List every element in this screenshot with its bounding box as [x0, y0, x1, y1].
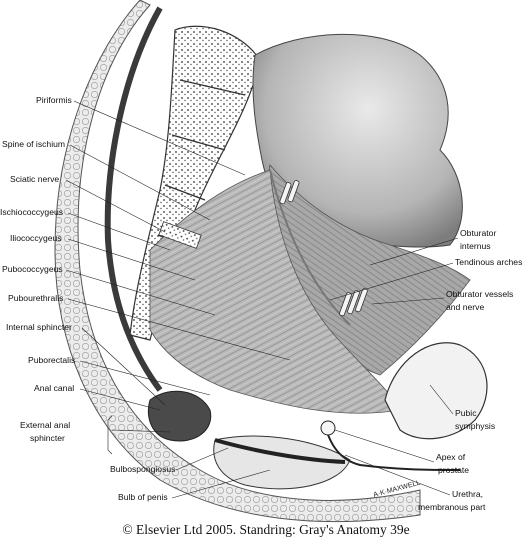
- label-bulbospongiosus: Bulbospongiosus: [110, 464, 175, 474]
- labels-left: Piriformis Spine of ischium Sciatic nerv…: [0, 95, 291, 502]
- obturator-vessels: [339, 288, 368, 317]
- urethra: [324, 424, 461, 471]
- leader-sciatic-nerve: [65, 179, 166, 233]
- leader-obturator-vessels: [371, 297, 445, 305]
- subcutaneous-fat: [54, 0, 421, 523]
- leader-apex-of-prostate: [334, 429, 435, 463]
- label-pubic: Pubic: [455, 408, 477, 418]
- label-prostate: prostate: [438, 465, 469, 475]
- leader-spine-of-ischium: [69, 144, 211, 221]
- leader-piriformis: [73, 100, 246, 176]
- label-puborethralis: Pubourethralis: [8, 293, 63, 303]
- label-sciatic-nerve: Sciatic nerve: [10, 174, 59, 184]
- label-and-nerve: and nerve: [446, 302, 484, 312]
- rectal-wall: [104, 6, 163, 392]
- label-puborectalis: Puborectalis: [28, 355, 75, 365]
- label-spine-of-ischium: Spine of ischium: [2, 139, 65, 149]
- leader-iliococcygeus: [67, 238, 196, 281]
- label-symphysis: symphysis: [455, 421, 495, 431]
- label-membranous-part: membranous part: [418, 502, 486, 512]
- leader-bulbospongiosus: [175, 447, 229, 471]
- label-pubococcygeus: Pubococcygeus: [2, 264, 63, 274]
- tendinous-arch-line: [269, 169, 351, 326]
- leader-urethra: [344, 454, 451, 496]
- leader-puborectalis: [79, 360, 211, 396]
- label-internus: internus: [460, 241, 491, 251]
- label-ischiococcygeus: Ischiococcygeus: [0, 207, 63, 217]
- leader-internal-sphincter: [81, 327, 166, 406]
- label-obturator: Obturator: [460, 228, 496, 238]
- label-external-anal: External anal: [20, 420, 70, 430]
- copyright-caption: © Elsevier Ltd 2005. Standring: Gray's A…: [122, 522, 410, 537]
- label-obturator-vessels: Obturator vessels: [446, 289, 513, 299]
- label-urethra: Urethra,: [452, 489, 483, 499]
- label-iliococcygeus: Iliococcygeus: [10, 233, 62, 243]
- leader-external-anal-sphincter: [111, 429, 171, 433]
- external-sphincter-bracket: [107, 415, 113, 455]
- prostate-apex: [320, 420, 336, 436]
- leader-puborethralis: [67, 298, 291, 361]
- vertebra-divisions: [149, 79, 246, 296]
- leader-tendinous-arches: [329, 262, 454, 301]
- leader-obturator-internus: [369, 237, 459, 266]
- label-tendinous-arches: Tendinous arches: [455, 257, 522, 267]
- label-anal-canal: Anal canal: [34, 383, 74, 393]
- label-sphincter: sphincter: [30, 433, 65, 443]
- levator-ani-muscle: [149, 169, 401, 414]
- leader-pubic-symphysis: [429, 384, 454, 415]
- leader-bulb-of-penis: [171, 469, 271, 499]
- bulbospongiosus-muscle: [214, 438, 346, 464]
- labels-right: Obturator internus Tendinous arches Obtu…: [329, 228, 522, 512]
- leader-pubococcygeus: [65, 269, 216, 316]
- leader-ischiococcygeus: [67, 212, 171, 251]
- pubic-symphysis-bone: [384, 342, 488, 440]
- label-bulb-of-penis: Bulb of penis: [118, 492, 168, 502]
- label-piriformis: Piriformis: [36, 95, 72, 105]
- label-internal-sphincter: Internal sphincter: [6, 322, 72, 332]
- hip-bone: [252, 33, 463, 248]
- leader-anal-canal: [79, 388, 161, 411]
- label-apex-of: Apex of: [436, 452, 466, 462]
- sciatic-nerve-bundle: [158, 180, 300, 249]
- anal-canal-region: [147, 390, 212, 442]
